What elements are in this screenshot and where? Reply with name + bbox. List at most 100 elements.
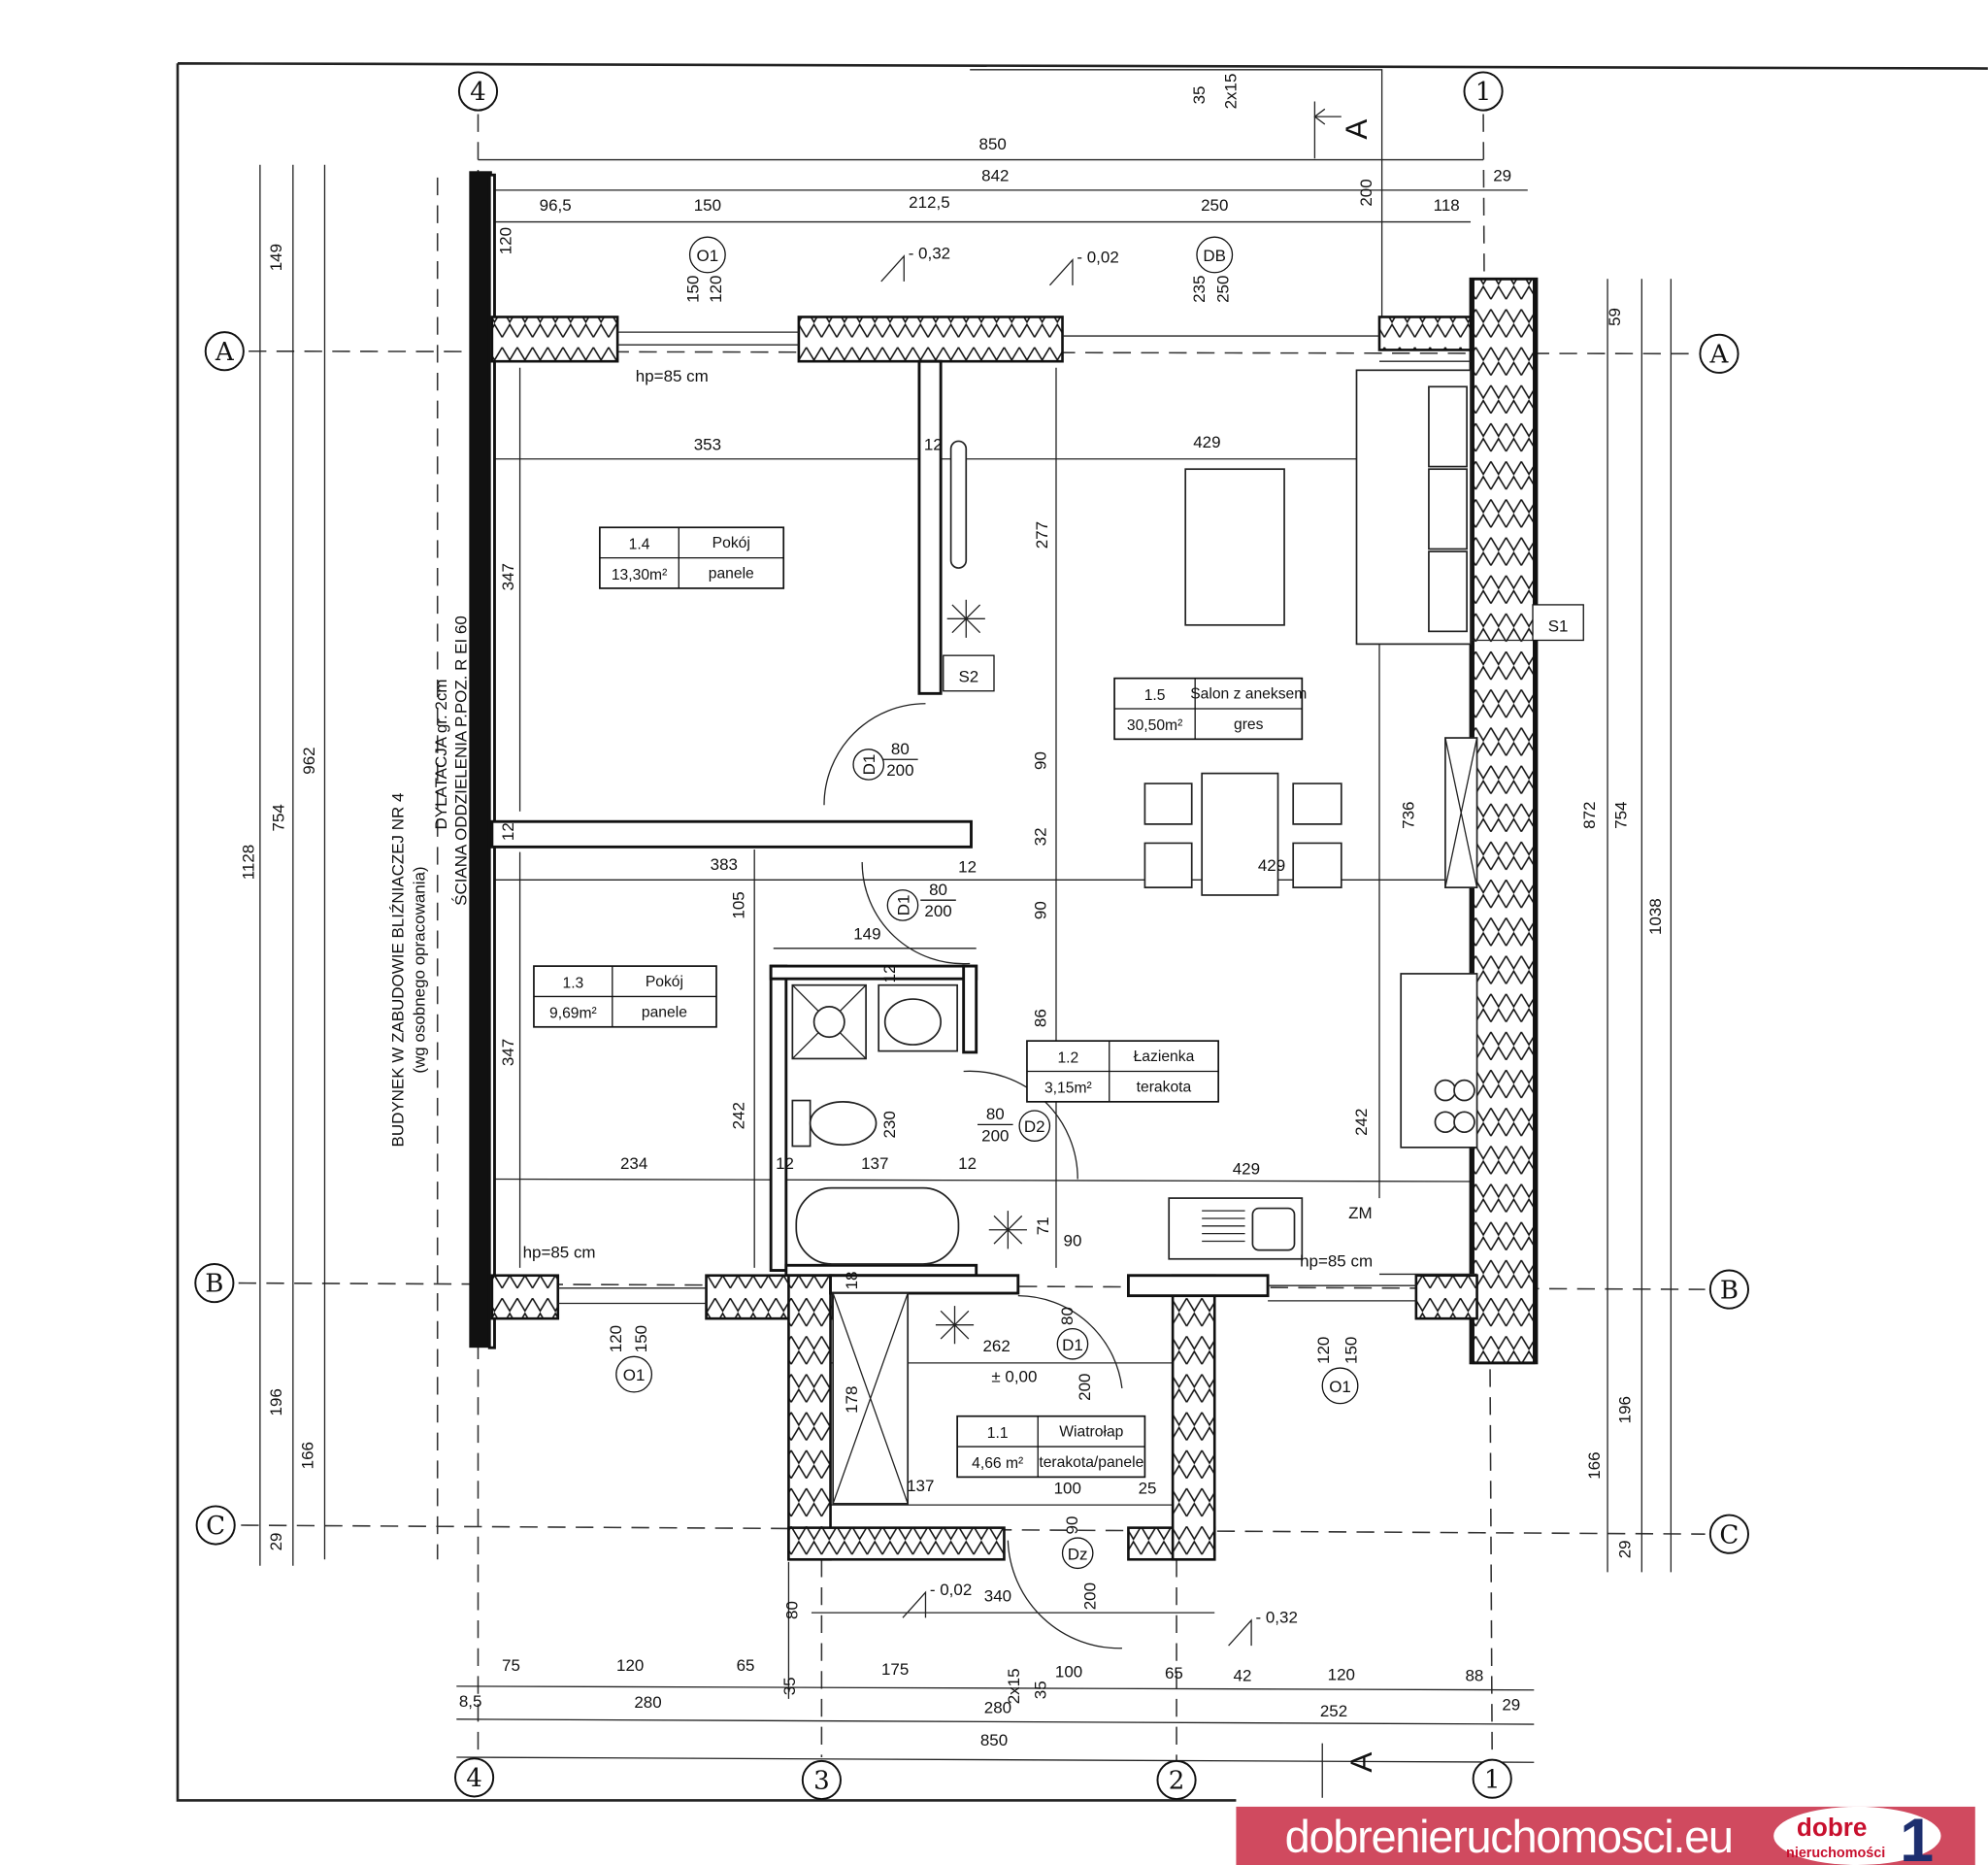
bathtub: [795, 1186, 960, 1265]
grid-axis-label: 1: [1484, 1765, 1501, 1794]
dimension-label: 842: [981, 167, 1009, 185]
room-name: Wiatrołap: [1059, 1424, 1123, 1441]
window-tag: DB: [1196, 236, 1234, 274]
dimension-lines: [259, 158, 1673, 1763]
dimension-label: 100: [1055, 1663, 1082, 1682]
dimension-label: 196: [1616, 1396, 1635, 1423]
dimension-label: 65: [737, 1656, 755, 1675]
grid-axis-label: A: [1709, 340, 1730, 369]
dimension-label: 8,5: [459, 1692, 482, 1711]
window-code: O1: [623, 1366, 646, 1384]
dimension-label: 25: [1139, 1479, 1157, 1497]
watermark-logo: dobrenieruchomosci.eu 1 dobre nieruchomo…: [1236, 1806, 1975, 1865]
dining-table: [1201, 772, 1279, 896]
dimension-label: 166: [299, 1442, 317, 1469]
dimension-label: 12: [880, 965, 899, 983]
room-floor: gres: [1234, 716, 1264, 733]
dimension-label: 242: [1352, 1109, 1371, 1136]
dimension-label: 42: [1234, 1667, 1252, 1685]
dimension-label: 429: [1258, 856, 1285, 875]
dimension-label: 32: [1032, 827, 1050, 846]
door-width: 80: [929, 881, 947, 899]
dimension-label: 100: [1054, 1479, 1081, 1497]
dimension-label: 2x15: [1005, 1668, 1023, 1704]
room-number: 1.5: [1144, 687, 1166, 704]
dimension-label: 429: [1193, 433, 1220, 451]
logo-site-text: dobrenieruchomosci.eu: [1285, 1811, 1733, 1862]
dimension-label: 166: [1585, 1451, 1604, 1479]
dimension-label: 340: [984, 1586, 1011, 1605]
room-number: 1.4: [629, 536, 650, 552]
grid-axis-marker: 1: [1472, 1758, 1512, 1799]
sill-height: hp=85 cm: [636, 367, 709, 385]
room-floor: panele: [642, 1004, 687, 1020]
dimension-label: 230: [880, 1111, 899, 1138]
door-width: 90: [1063, 1516, 1081, 1535]
dimension-label: 75: [502, 1656, 520, 1675]
gas-meter-label: ZM: [1348, 1204, 1373, 1222]
window-code: DB: [1203, 247, 1226, 265]
dimension-label: 262: [982, 1337, 1010, 1355]
dimension-label: 120: [616, 1656, 644, 1675]
elevation-mark: ± 0,00: [991, 1367, 1037, 1385]
door-height: 200: [886, 761, 913, 780]
dimension-label: 149: [853, 925, 880, 944]
elevation-mark: - 0,32: [1256, 1609, 1298, 1627]
room-number: 1.1: [987, 1425, 1009, 1442]
dimension-label: 150: [694, 196, 721, 215]
grid-axis-marker: 3: [801, 1759, 842, 1801]
dimension-label: 149: [267, 244, 285, 271]
dimension-label: 35: [1032, 1681, 1050, 1699]
chimney-tag: S1: [1532, 604, 1584, 642]
dimension-label: 71: [1034, 1216, 1052, 1235]
fire-wall-note: ŚCIANA ODDZIELENIA P.POZ. R EI 60: [452, 616, 471, 906]
grid-axis-marker: C: [195, 1505, 236, 1546]
dimension-label: 347: [499, 563, 517, 590]
dimension-label: 18: [843, 1272, 861, 1290]
dimension-label: 35: [1190, 86, 1209, 105]
grid-axis-label: C: [206, 1512, 225, 1541]
dimension-label: 277: [1033, 521, 1051, 549]
dimension-label: 150: [1342, 1337, 1360, 1364]
room-area: 13,30m²: [612, 567, 667, 583]
dimension-label: 120: [496, 227, 514, 254]
toilet: [791, 1099, 812, 1148]
walls: [469, 171, 1539, 1561]
grid-axis-marker: B: [194, 1263, 235, 1304]
door-height: 200: [924, 902, 951, 920]
room-name: Pokój: [712, 535, 750, 551]
room-floor: terakota/panele: [1039, 1454, 1143, 1471]
neighbor-note-sub: (wg osobnego opracowania): [411, 866, 429, 1073]
grid-axis-label: B: [205, 1270, 223, 1299]
grid-axis-label: C: [1719, 1520, 1739, 1549]
dimension-label: 736: [1399, 802, 1417, 829]
elevation-mark: - 0,02: [930, 1581, 972, 1599]
grid-axis-marker: 4: [454, 1757, 495, 1798]
tag-label: S1: [1548, 616, 1569, 635]
grid-axis-marker: B: [1708, 1269, 1749, 1310]
dimension-label: 88: [1466, 1667, 1484, 1685]
door-width: 80: [891, 740, 910, 758]
dimension-label: 120: [607, 1325, 625, 1352]
dimension-label: 850: [979, 135, 1007, 153]
dimension-label: 65: [1165, 1664, 1183, 1682]
dimension-label: 754: [270, 804, 288, 831]
dimension-label: 150: [632, 1325, 650, 1352]
grid-axis-marker: C: [1708, 1514, 1749, 1554]
ventilation-icon: [988, 1211, 1027, 1249]
dimension-label: 35: [780, 1677, 799, 1695]
dimension-label: 29: [267, 1533, 285, 1551]
grid-axis-label: 3: [813, 1767, 830, 1796]
door-code: D1: [895, 895, 913, 916]
grid-axis-marker: 4: [457, 71, 499, 112]
neighbor-building-note: BUDYNEK W ZABUDOWIE BLIŹNIACZEJ NR 4: [388, 793, 407, 1148]
room-number: 1.3: [563, 975, 584, 991]
room-area: 4,66 m²: [972, 1455, 1023, 1472]
